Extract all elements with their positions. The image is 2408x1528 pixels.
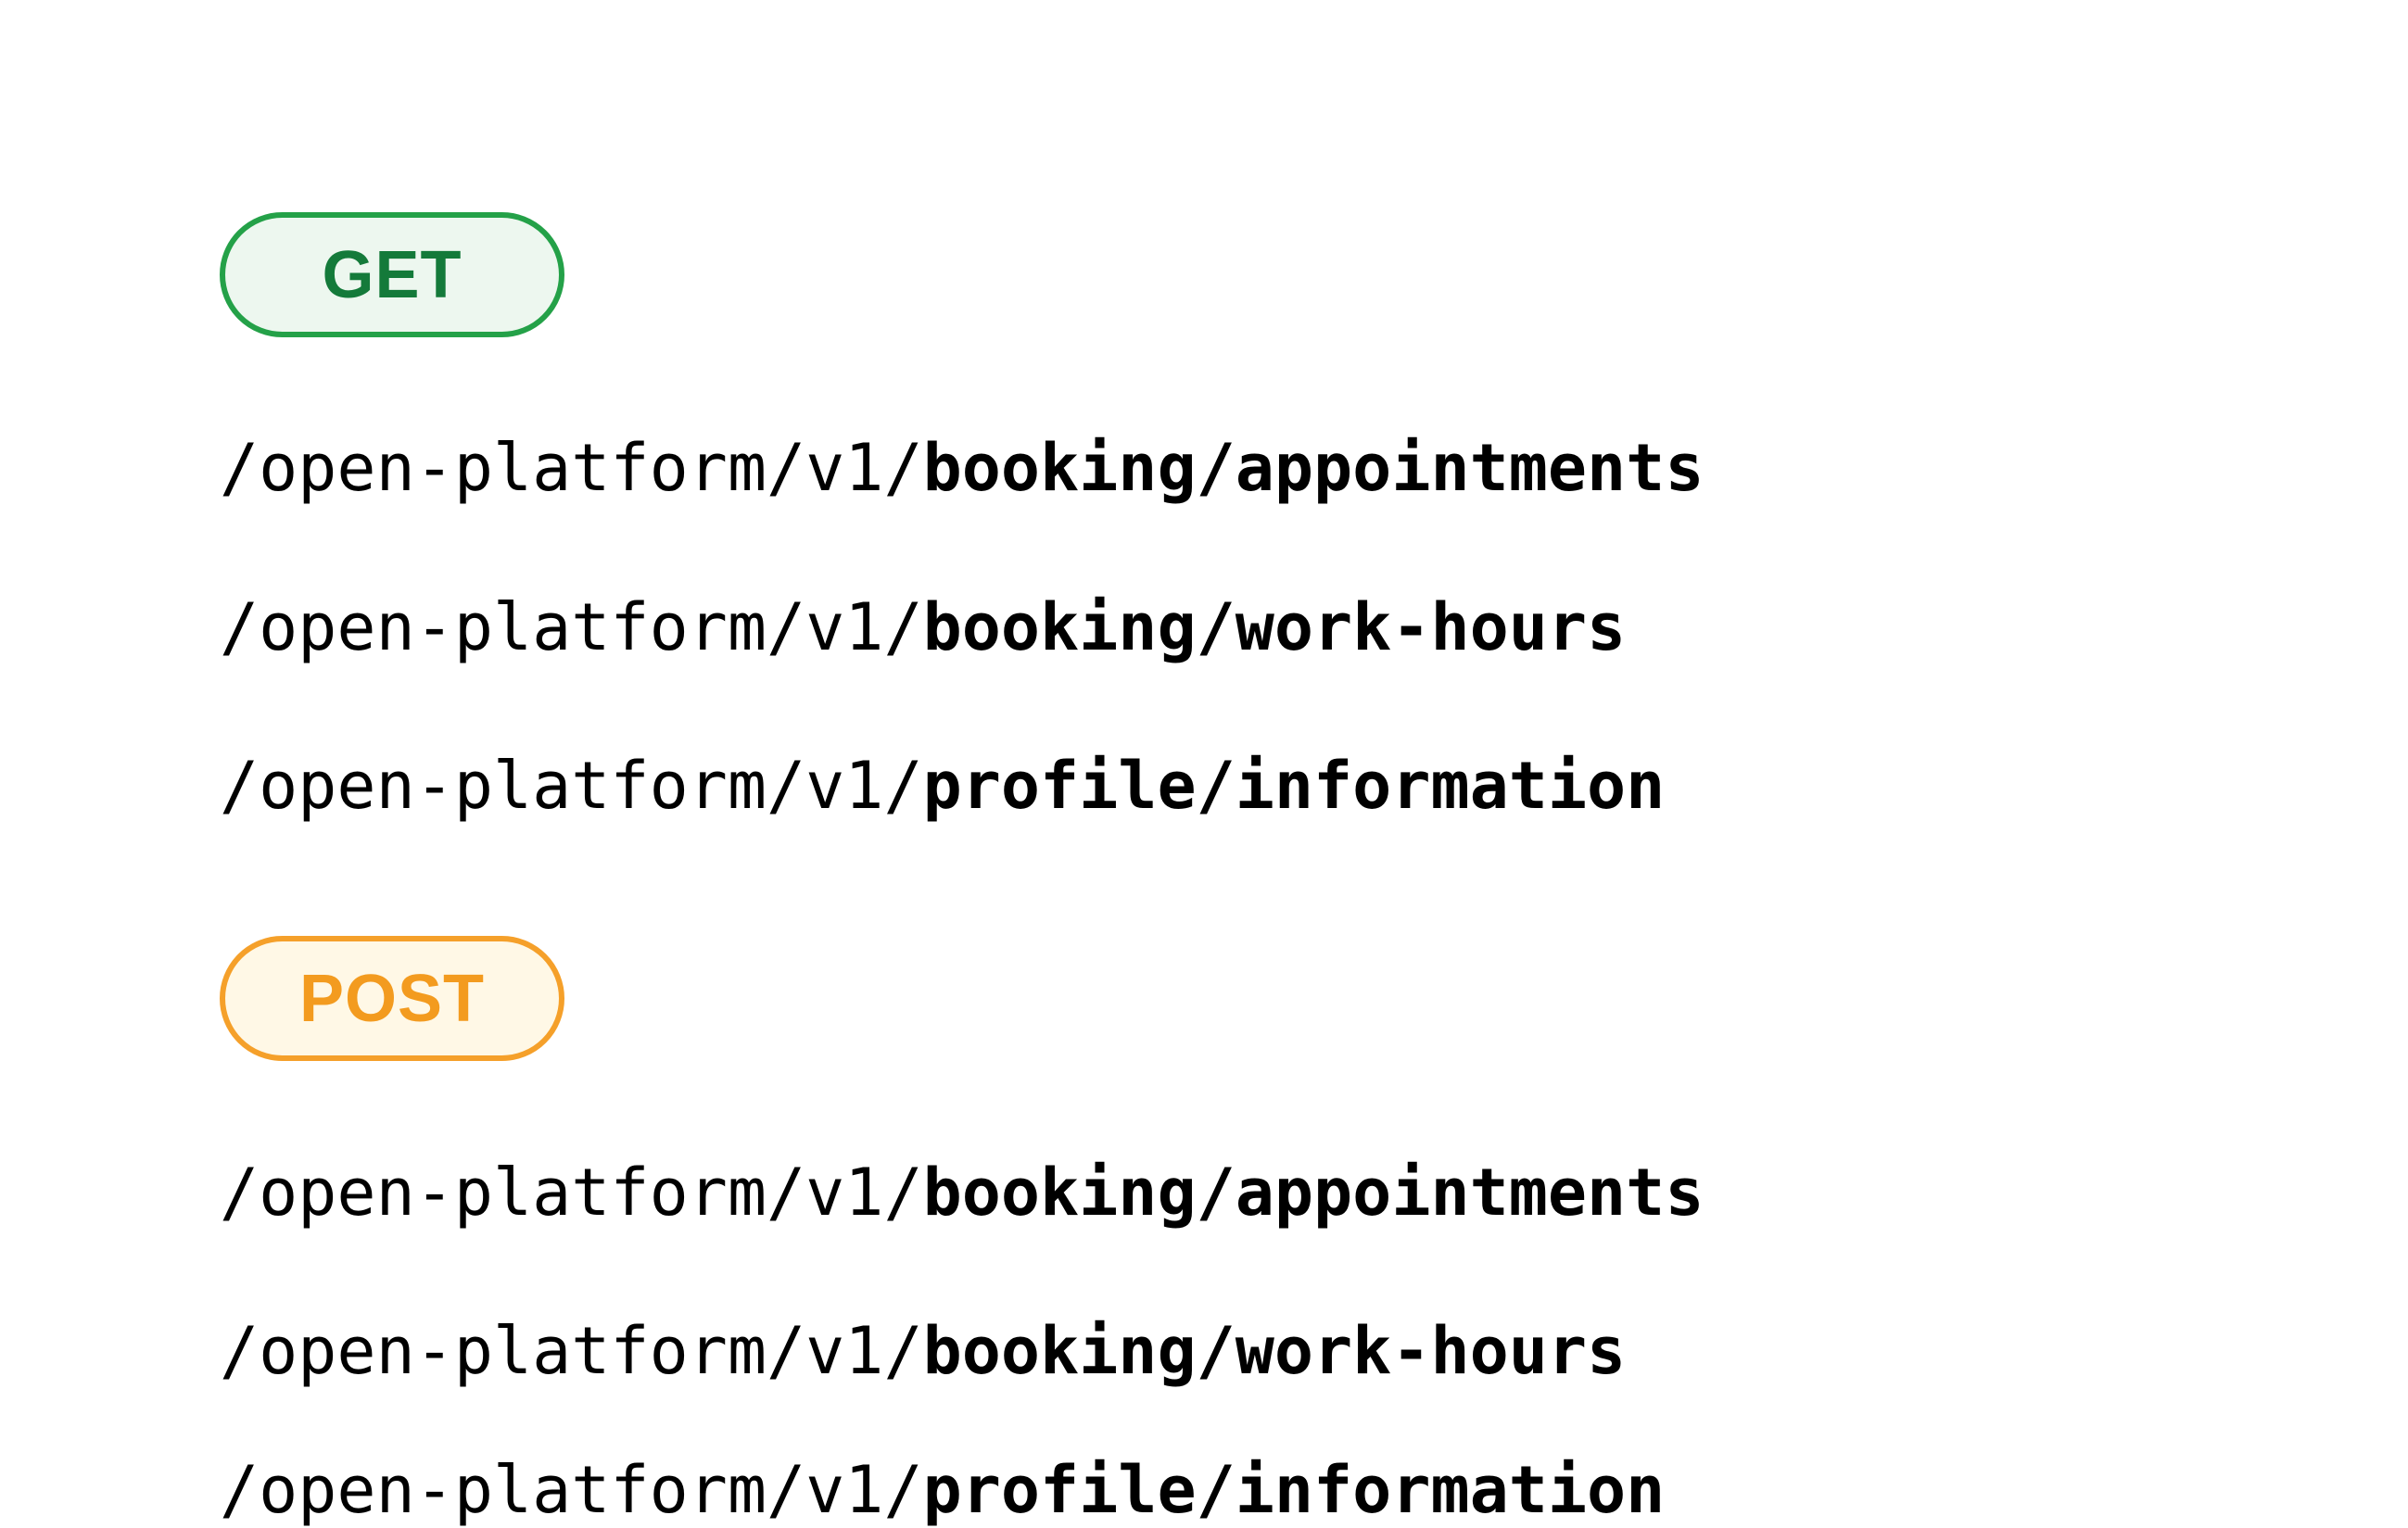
post-method-badge: POST bbox=[220, 936, 564, 1061]
endpoint-resource: profile/information bbox=[922, 748, 1666, 824]
get-endpoint-booking-appointments: /open-platform/v1/booking/appointments bbox=[220, 436, 1704, 500]
get-method-label: GET bbox=[322, 237, 463, 312]
post-endpoint-profile-information: /open-platform/v1/profile/information bbox=[220, 1458, 1665, 1522]
post-method-label: POST bbox=[298, 961, 486, 1036]
endpoint-prefix: /open-platform/v1/ bbox=[220, 1452, 923, 1528]
endpoint-prefix: /open-platform/v1/ bbox=[220, 589, 923, 665]
endpoint-resource: booking/work-hours bbox=[922, 589, 1627, 665]
endpoint-prefix: /open-platform/v1/ bbox=[220, 430, 923, 506]
endpoint-prefix: /open-platform/v1/ bbox=[220, 1313, 923, 1389]
post-endpoint-booking-work-hours: /open-platform/v1/booking/work-hours bbox=[220, 1319, 1626, 1383]
get-endpoint-profile-information: /open-platform/v1/profile/information bbox=[220, 753, 1665, 818]
endpoint-prefix: /open-platform/v1/ bbox=[220, 1155, 923, 1231]
get-endpoint-booking-work-hours: /open-platform/v1/booking/work-hours bbox=[220, 595, 1626, 660]
endpoint-resource: profile/information bbox=[922, 1452, 1666, 1528]
endpoint-resource: booking/appointments bbox=[922, 1155, 1705, 1231]
endpoint-list-page: GET /open-platform/v1/booking/appointmen… bbox=[220, 212, 1704, 1522]
get-method-badge: GET bbox=[220, 212, 564, 337]
endpoint-resource: booking/appointments bbox=[922, 430, 1705, 506]
endpoint-prefix: /open-platform/v1/ bbox=[220, 748, 923, 824]
post-endpoint-booking-appointments: /open-platform/v1/booking/appointments bbox=[220, 1160, 1704, 1225]
endpoint-resource: booking/work-hours bbox=[922, 1313, 1627, 1389]
